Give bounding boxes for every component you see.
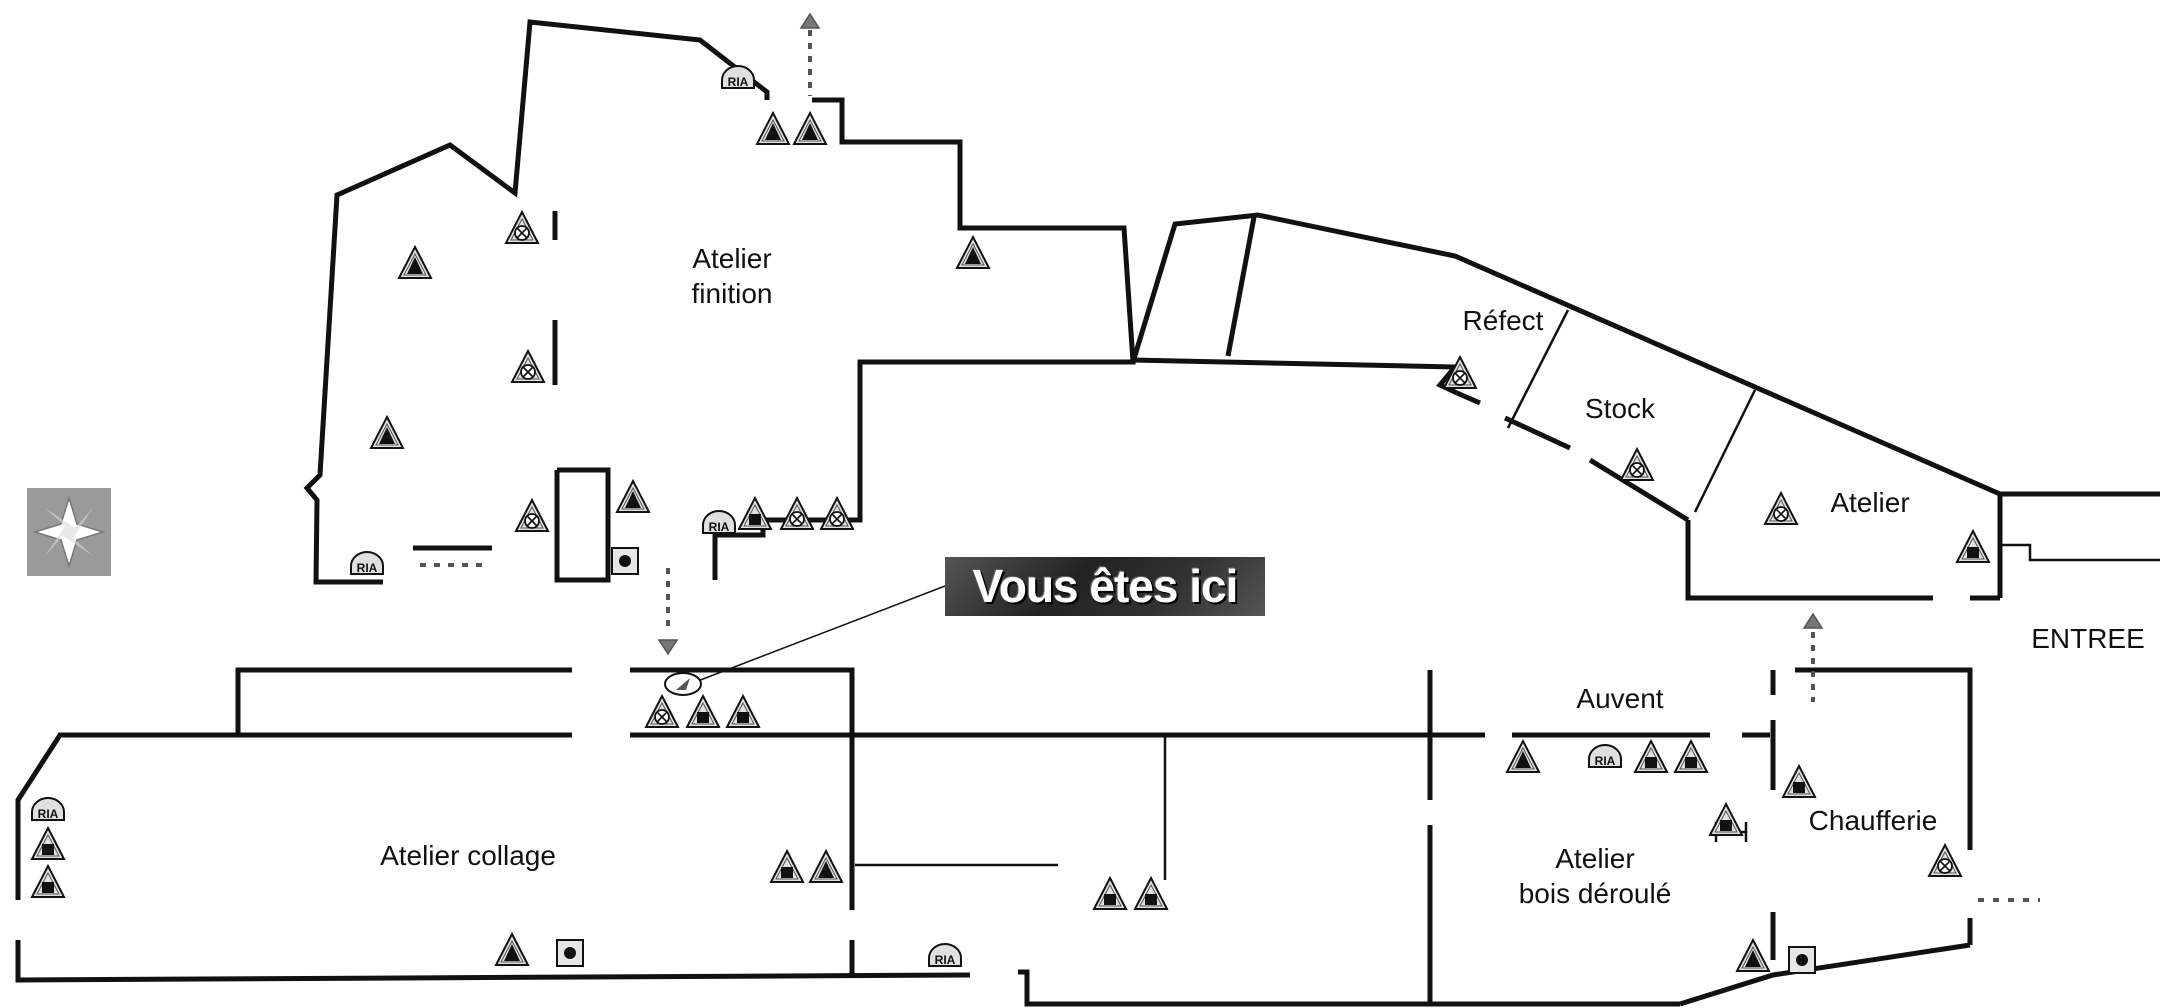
ria-hose-icon: RIA — [702, 510, 736, 534]
walls — [15, 19, 2160, 1007]
vent-triangle-icon — [1619, 446, 1655, 481]
alarm-triangle-icon — [1781, 763, 1817, 798]
exit-arrow-icon — [1802, 612, 1824, 702]
alarm-triangle-icon — [30, 863, 66, 898]
exit-arrow-icon — [657, 568, 679, 656]
alarm-triangle-icon — [1092, 875, 1128, 910]
alarm-button-icon — [1788, 946, 1816, 974]
room-label-refect: Réfect — [1463, 305, 1544, 336]
svg-text:RIA: RIA — [709, 520, 730, 534]
wall-finition — [712, 97, 1136, 580]
room-label-finition-1: Atelier — [692, 243, 771, 274]
svg-text:RIA: RIA — [728, 75, 749, 89]
ria-hose-icon: RIA — [721, 65, 755, 89]
vent-triangle-icon — [1927, 842, 1963, 877]
alarm-button-icon — [611, 547, 639, 575]
extinguisher-triangle-icon — [955, 234, 991, 269]
room-label-bois-1: Atelier — [1555, 843, 1634, 874]
alarm-triangle-icon — [1955, 528, 1991, 563]
extinguisher-triangle-icon — [397, 244, 433, 279]
wall-east-wing — [1130, 212, 2160, 497]
alarm-triangle-icon — [1673, 738, 1709, 773]
here-marker-icon — [664, 672, 702, 696]
exit-arrow-icon — [799, 12, 821, 96]
room-label-auvent: Auvent — [1576, 683, 1663, 714]
room-label-bois-2: bois déroulé — [1519, 878, 1672, 909]
extinguisher-triangle-icon — [369, 414, 405, 449]
ria-hose-icon: RIA — [1588, 744, 1622, 768]
vent-triangle-icon — [644, 693, 680, 728]
alarm-triangle-icon — [737, 495, 773, 530]
svg-text:RIA: RIA — [1595, 754, 1616, 768]
vent-triangle-icon — [1442, 354, 1478, 389]
room-label-stock: Stock — [1585, 393, 1656, 424]
you-are-here-banner: Vous êtes ici — [945, 557, 1265, 616]
vent-triangle-icon — [504, 209, 540, 244]
extinguisher-triangle-icon — [808, 848, 844, 883]
ria-hose-icon: RIA — [928, 943, 962, 967]
alarm-button-icon — [556, 939, 584, 967]
extinguisher-triangle-icon — [792, 110, 828, 145]
svg-text:RIA: RIA — [38, 807, 59, 821]
extinguisher-triangle-icon — [755, 110, 791, 145]
safety-icons: RIA RIA RIA RIA RIA RIA — [30, 65, 1991, 974]
vent-triangle-icon — [1763, 490, 1799, 525]
alarm-triangle-icon — [1633, 738, 1669, 773]
room-label-finition-2: finition — [692, 278, 773, 309]
alarm-triangle-icon — [1133, 875, 1169, 910]
here-pointer-line — [689, 585, 946, 685]
ria-hose-icon: RIA — [350, 551, 384, 575]
extinguisher-triangle-icon — [615, 478, 651, 513]
extinguisher-triangle-icon — [1505, 738, 1541, 773]
room-label-atelier: Atelier — [1830, 487, 1909, 518]
vent-triangle-icon — [779, 495, 815, 530]
vent-triangle-icon — [510, 348, 546, 383]
ria-hose-icon: RIA — [31, 797, 65, 821]
alarm-triangle-icon — [685, 693, 721, 728]
compass-rose-icon — [27, 488, 111, 576]
room-label-collage: Atelier collage — [380, 840, 556, 871]
svg-text:RIA: RIA — [935, 953, 956, 967]
alarm-triangle-icon — [725, 693, 761, 728]
extinguisher-triangle-icon — [1735, 937, 1771, 972]
extinguisher-triangle-icon — [494, 931, 530, 966]
room-label-chaufferie: Chaufferie — [1809, 805, 1938, 836]
vent-triangle-icon — [819, 495, 855, 530]
alarm-triangle-icon — [1708, 801, 1744, 836]
wall-south-block — [15, 667, 572, 900]
vent-triangle-icon — [514, 497, 550, 532]
alarm-triangle-icon — [769, 848, 805, 883]
room-label-entree: ENTREE — [2031, 623, 2145, 654]
wall-finition-top — [303, 19, 770, 585]
svg-text:RIA: RIA — [357, 561, 378, 575]
alarm-triangle-icon — [30, 825, 66, 860]
